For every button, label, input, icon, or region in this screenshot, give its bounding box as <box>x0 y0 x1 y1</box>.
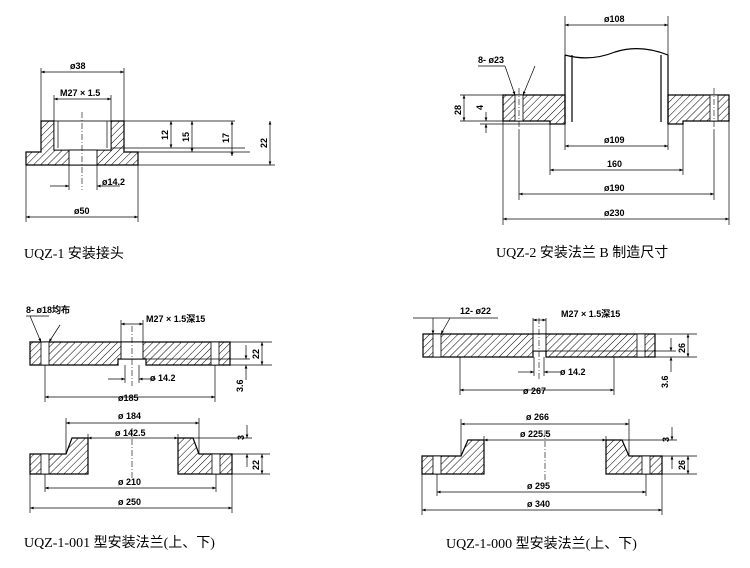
uqz1-001-bottom-flange-left <box>29 437 89 475</box>
uqz1-001-d142-label: ø 142.5 <box>115 428 146 438</box>
uqz1-000-d267-label: ø 267 <box>523 386 546 396</box>
uqz1-h17-label: 17 <box>221 133 231 143</box>
uqz1-001-d14-label: ø 14.2 <box>150 373 176 383</box>
uqz1-000-d14-label: ø 14.2 <box>560 367 586 377</box>
uqz2-d109-label: ø109 <box>604 135 625 145</box>
uqz2-flange-left <box>502 94 566 125</box>
uqz1-000-thread-label: M27 × 1.5深15 <box>561 308 620 319</box>
uqz1-001-h36-label: 3.6 <box>235 379 245 392</box>
uqz2-holes-label: 8- ø23 <box>478 55 504 65</box>
uqz1-drawing: ø38 M27 × 1.5 12 15 17 22 ø14.2 ø50 UQZ-… <box>24 61 275 262</box>
uqz1-000-drawing: 12- ø22 M27 × 1.5深15 26 3.6 ø 14.2 ø 267 <box>413 306 697 552</box>
uqz1-000-bottom-flange-left <box>421 439 485 475</box>
uqz2-h28-label: 28 <box>453 105 463 115</box>
uqz1-000-d340-label: ø 340 <box>527 499 550 509</box>
uqz2-d230-label: ø230 <box>604 208 625 218</box>
uqz2-d108-label: ø108 <box>604 14 625 24</box>
uqz1-001-h22b-label: 22 <box>251 460 261 470</box>
uqz1-000-h26-label: 26 <box>677 343 687 353</box>
uqz1-001-d210-label: ø 210 <box>118 477 141 487</box>
uqz1-caption: UQZ-1 安装接头 <box>24 245 124 262</box>
uqz2-drawing: ø108 8- ø23 28 4 ø109 160 ø190 ø230 UQZ-… <box>453 14 730 261</box>
uqz1-d14-label: ø14.2 <box>102 177 125 187</box>
uqz1-000-d266-label: ø 266 <box>526 412 549 422</box>
uqz1-h22-label: 22 <box>259 138 269 148</box>
uqz1-000-holes-label: 12- ø22 <box>460 306 491 316</box>
uqz1-001-d184-label: ø 184 <box>118 411 141 421</box>
uqz1-000-bottom-flange-right <box>605 439 663 475</box>
uqz1-h12-label: 12 <box>160 130 170 140</box>
uqz1-000-d295-label: ø 295 <box>527 481 550 491</box>
uqz2-pipe <box>564 48 669 124</box>
uqz1-001-thread-label: M27 × 1.5深15 <box>146 313 205 324</box>
uqz1-000-h36-label: 3.6 <box>660 375 670 388</box>
uqz2-d190-label: ø190 <box>604 183 625 193</box>
uqz1-h15-label: 15 <box>181 132 191 142</box>
uqz1-001-d250-label: ø 250 <box>118 497 141 507</box>
uqz1-001-d185-label: ø185 <box>118 393 139 403</box>
uqz1-000-h3-label: 3 <box>661 437 671 442</box>
uqz2-caption: UQZ-2 安装法兰 B 制造尺寸 <box>496 245 668 261</box>
uqz1-001-holes-label: 8- ø18均布 <box>26 304 70 315</box>
uqz2-d160-label: 160 <box>607 159 622 169</box>
uqz1-001-h22-label: 22 <box>251 349 261 359</box>
uqz1-thread-label: M27 × 1.5 <box>60 88 100 98</box>
uqz1-d38-label: ø38 <box>70 61 86 71</box>
uqz1-001-bottom-flange-right <box>177 437 233 475</box>
uqz1-001-drawing: 8- ø18均布 M27 × 1.5深15 22 3.6 ø 14.2 ø185 <box>24 304 272 551</box>
uqz1-000-d225-label: ø 225.5 <box>520 429 551 439</box>
uqz2-flange-right <box>667 94 730 125</box>
uqz2-h4-label: 4 <box>475 105 485 110</box>
uqz1-001-caption: UQZ-1-001 型安装法兰(上、下) <box>24 535 215 551</box>
uqz1-000-h26b-label: 26 <box>677 460 687 470</box>
uqz1-d50-label: ø50 <box>74 206 90 216</box>
uqz1-001-h3-label: 3 <box>236 435 246 440</box>
uqz1-000-caption: UQZ-1-000 型安装法兰(上、下) <box>446 536 637 552</box>
